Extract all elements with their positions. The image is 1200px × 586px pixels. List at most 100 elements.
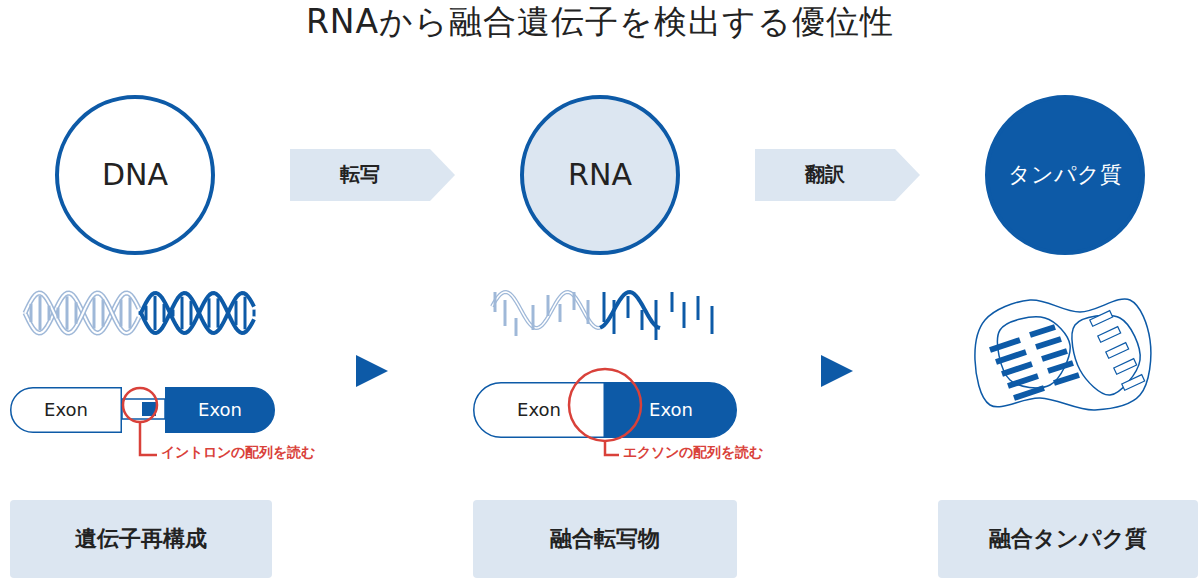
- helix-rung: [181, 297, 184, 330]
- result-box: 遺伝子再構成: [10, 500, 272, 578]
- result-box-shape: [10, 500, 272, 578]
- sheet-band: [1106, 343, 1129, 359]
- rna-base: [603, 292, 606, 322]
- node-label: 融合タンパク質: [989, 526, 1147, 552]
- helix-rung: [39, 296, 42, 330]
- rna-backbone: [492, 292, 600, 328]
- protein-ribbon: [975, 299, 1151, 410]
- rna-base: [494, 292, 497, 312]
- rna-backbone: [600, 292, 660, 328]
- helix-band: [1036, 339, 1061, 347]
- helix-rung: [235, 301, 238, 325]
- process-arrow: [290, 149, 455, 201]
- helix-rung: [190, 301, 193, 325]
- rna-base: [711, 306, 714, 334]
- stage-circle: タンパク質: [985, 95, 1145, 255]
- helix-strand: [140, 293, 254, 333]
- node-label: Exon: [517, 399, 561, 421]
- helix-band: [990, 340, 1020, 350]
- helix-rung: [129, 297, 132, 328]
- helix-band: [1054, 375, 1079, 383]
- ribbon-loop: [975, 299, 1151, 410]
- helix-rung: [154, 296, 157, 330]
- rna-base: [671, 292, 674, 312]
- exon-segment-shape: [474, 383, 604, 438]
- node-label: 融合転写物: [550, 526, 660, 552]
- stage-circle: RNA: [520, 95, 680, 255]
- exon-segment: Exon: [10, 387, 122, 433]
- helix-rung: [163, 304, 166, 322]
- dna-helix: [25, 293, 254, 333]
- helix-strand: [25, 293, 139, 333]
- helix-strand: [140, 293, 254, 333]
- helix-rung: [253, 310, 256, 317]
- helix-band: [1014, 388, 1044, 398]
- rna-base: [559, 304, 562, 322]
- stage-circle-shape: [987, 97, 1143, 253]
- result-box: 融合タンパク質: [938, 500, 1198, 578]
- rna-base: [504, 300, 507, 326]
- node-label: タンパク質: [1008, 162, 1122, 188]
- helix-strand: [25, 293, 139, 333]
- node-label: Exon: [44, 399, 88, 421]
- sheet-band: [1090, 311, 1113, 327]
- exon-segment: Exon: [605, 382, 737, 438]
- rna-base: [697, 296, 700, 320]
- intron-bar: [122, 399, 165, 419]
- rna-backbone: [492, 292, 600, 328]
- helix-rung: [120, 299, 123, 326]
- sheet-band: [1122, 375, 1145, 391]
- callout-note: エクソンの配列を読む: [623, 444, 763, 461]
- helix-band: [1030, 327, 1055, 335]
- result-box-shape: [473, 500, 737, 578]
- rna-strand: [492, 292, 712, 340]
- helix-rung: [102, 299, 105, 326]
- helix-rung: [30, 304, 33, 322]
- helix-rung: [66, 296, 69, 329]
- exon-segment-shape: [606, 383, 736, 438]
- rna-base: [627, 296, 630, 318]
- ribbon-loop: [998, 317, 1071, 388]
- rna-base: [547, 295, 550, 316]
- arrow-label: 翻訳: [765, 162, 885, 186]
- step-triangle: [356, 355, 388, 387]
- helix-rung: [172, 310, 175, 317]
- node-label: RNA: [568, 157, 632, 193]
- helix-band: [1042, 351, 1067, 359]
- helix-rung: [57, 308, 60, 319]
- helix-rung: [48, 306, 51, 321]
- rna-base: [532, 305, 535, 330]
- helix-rung: [145, 306, 148, 321]
- arrow-label: 転写: [300, 162, 420, 186]
- rna-base: [515, 318, 518, 336]
- exon-segment-shape: [166, 388, 275, 433]
- helix-band: [996, 352, 1026, 362]
- helix-rung: [208, 298, 211, 327]
- node-label: Exon: [198, 399, 242, 421]
- result-box-shape: [938, 500, 1198, 578]
- node-label: 遺伝子再構成: [75, 526, 207, 552]
- callout-circle: [123, 388, 157, 422]
- exon-segment: Exon: [473, 382, 605, 438]
- rna-base: [573, 292, 576, 310]
- leader-line: [605, 441, 619, 455]
- helix-band: [1048, 363, 1073, 371]
- stage-circle: DNA: [55, 95, 215, 255]
- helix-strand: [25, 293, 139, 333]
- step-triangle: [821, 355, 853, 387]
- helix-rung: [93, 297, 96, 328]
- node-label: DNA: [102, 157, 168, 193]
- leader-line: [140, 422, 157, 455]
- stage-circle-shape: [522, 97, 678, 253]
- intron-segment: [142, 402, 156, 416]
- rna-base: [655, 300, 658, 340]
- process-arrow: [755, 149, 920, 201]
- sheet-band: [1114, 359, 1137, 375]
- exon-segment: Exon: [165, 387, 275, 433]
- rna-base: [683, 302, 686, 328]
- callout-note: イントロンの配列を読む: [161, 444, 315, 461]
- helix-rung: [244, 297, 247, 330]
